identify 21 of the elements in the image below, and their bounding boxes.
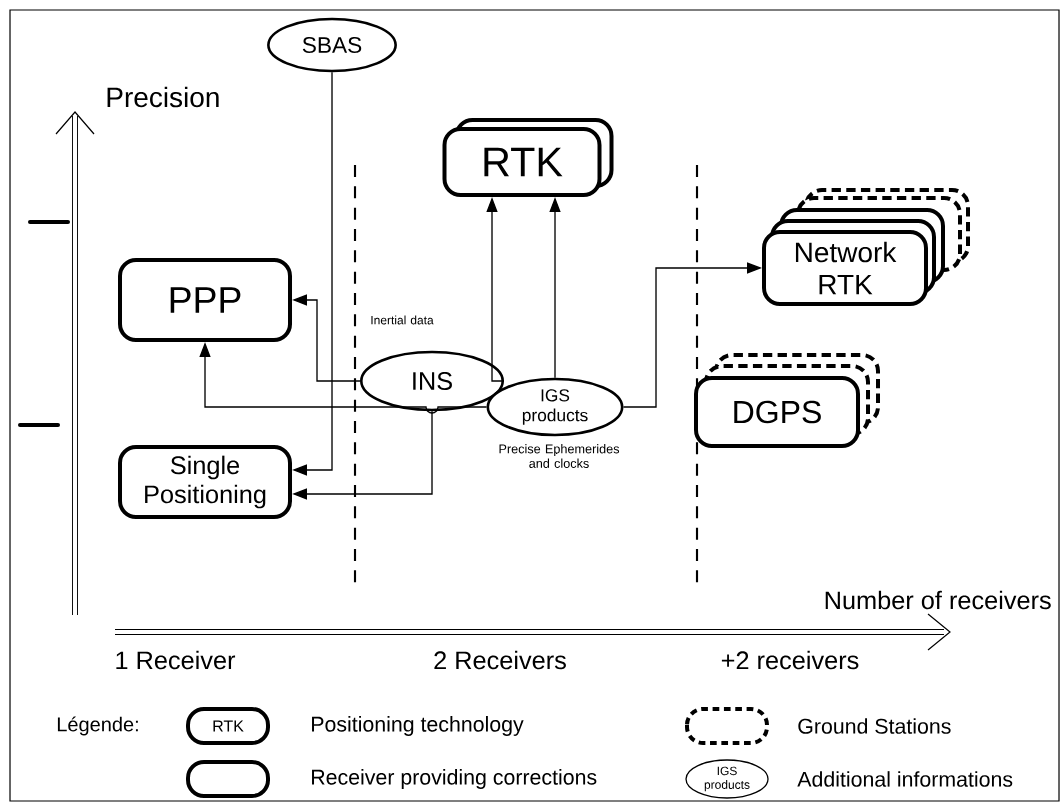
technology-box: DGPS (694, 353, 880, 448)
axis-title: Precision (107, 86, 219, 108)
annotation: Precise Ephemerides and clocks (499, 444, 620, 468)
ellipse-node: IGS products (486, 377, 624, 437)
axis-title: Number of receivers (825, 590, 1051, 610)
column-label: 2 Receivers (434, 650, 566, 670)
ellipse-node: INS (360, 350, 505, 412)
legend-title: Légende: (57, 716, 138, 736)
technology-box: Network RTK (762, 188, 970, 306)
legend-label: Receiver providing corrections (312, 769, 597, 789)
ellipse-node: SBAS (267, 17, 397, 73)
legend-label: Ground Stations (798, 718, 951, 734)
technology-box: RTK (442, 118, 614, 197)
node-label: RTK (819, 274, 873, 295)
column-label: 1 Receiver (116, 650, 236, 670)
column-label: +2 receivers (721, 650, 859, 670)
legend-label: Positioning technology (312, 716, 524, 736)
annotation: Inertial data (371, 315, 434, 325)
technology-box: Single Positioning (118, 445, 292, 519)
legend-label: Additional informations (797, 771, 1013, 787)
technology-box: PPP (118, 258, 292, 342)
